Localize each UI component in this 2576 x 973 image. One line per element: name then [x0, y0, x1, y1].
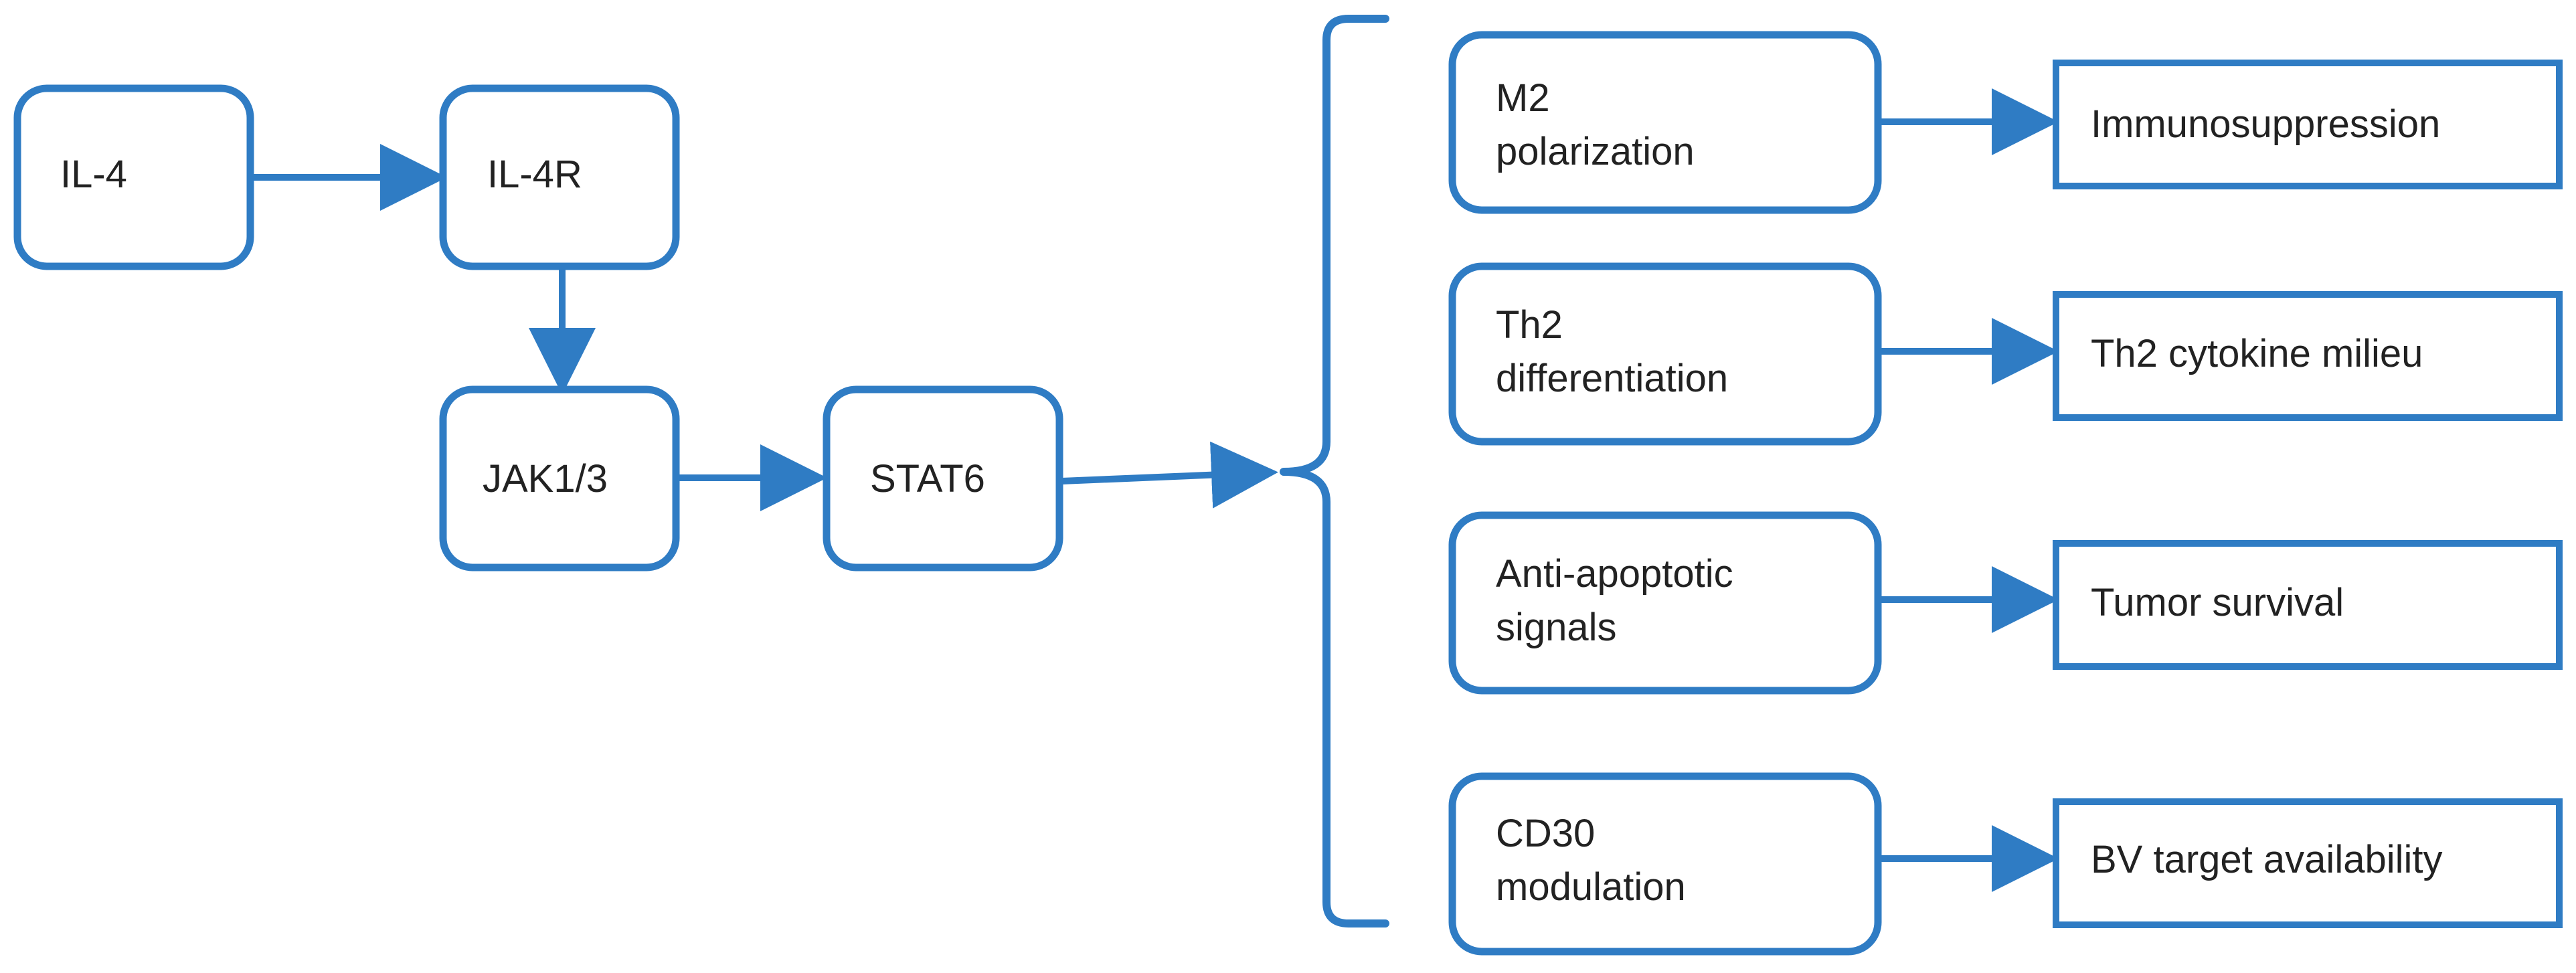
node-th2-box — [1448, 262, 1882, 446]
node-il4: IL-4 — [13, 84, 254, 270]
grouping-brace — [1280, 15, 1389, 927]
node-tumor-box — [2053, 540, 2563, 670]
node-il4r: IL-4R — [439, 84, 680, 270]
node-th2-line1: Th2 — [1496, 303, 1563, 347]
node-m2: M2 polarization — [1448, 31, 1882, 214]
node-cd30: CD30 modulation — [1448, 772, 1882, 956]
node-stat6-box — [823, 385, 1063, 571]
node-immuno-label: Immunosuppression — [2091, 102, 2440, 146]
node-th2-line2: differentiation — [1496, 357, 1728, 400]
node-anti-line2: signals — [1496, 606, 1617, 649]
node-tumor-survival: Tumor survival — [2053, 540, 2563, 670]
node-anti-box — [1448, 511, 1882, 695]
node-m2-line1: M2 — [1496, 76, 1550, 120]
node-bv-target: BV target availability — [2053, 798, 2563, 928]
node-th2: Th2 differentiation — [1448, 262, 1882, 446]
node-il4r-box — [439, 84, 680, 270]
node-bv-box — [2053, 798, 2563, 928]
node-stat6-label: STAT6 — [870, 457, 985, 501]
node-m2-line2: polarization — [1496, 130, 1695, 173]
node-tumor-label: Tumor survival — [2091, 581, 2344, 624]
node-cd30-line1: CD30 — [1496, 812, 1595, 855]
node-immunosuppression: Immunosuppression — [2053, 60, 2563, 189]
node-bv-label: BV target availability — [2091, 838, 2442, 881]
node-anti-apoptotic: Anti-apoptotic signals — [1448, 511, 1882, 695]
node-stat6: STAT6 — [823, 385, 1063, 571]
edges — [250, 88, 2059, 892]
node-anti-line1: Anti-apoptotic — [1496, 552, 1733, 596]
node-il4r-label: IL-4R — [487, 153, 582, 196]
node-cd30-line2: modulation — [1496, 865, 1686, 909]
node-il4-label: IL-4 — [60, 153, 127, 196]
node-jak-label: JAK1/3 — [483, 457, 608, 501]
node-jak-box — [439, 385, 680, 571]
node-cd30-box — [1448, 772, 1882, 956]
node-jak: JAK1/3 — [439, 385, 680, 571]
node-th2-cytokine: Th2 cytokine milieu — [2053, 291, 2563, 421]
node-cytokine-label: Th2 cytokine milieu — [2091, 332, 2423, 375]
node-m2-box — [1448, 31, 1882, 214]
edge-stat6-brace — [1061, 441, 1278, 509]
node-cytokine-box — [2053, 291, 2563, 421]
node-immuno-box — [2053, 60, 2563, 189]
node-il4-box — [13, 84, 254, 270]
